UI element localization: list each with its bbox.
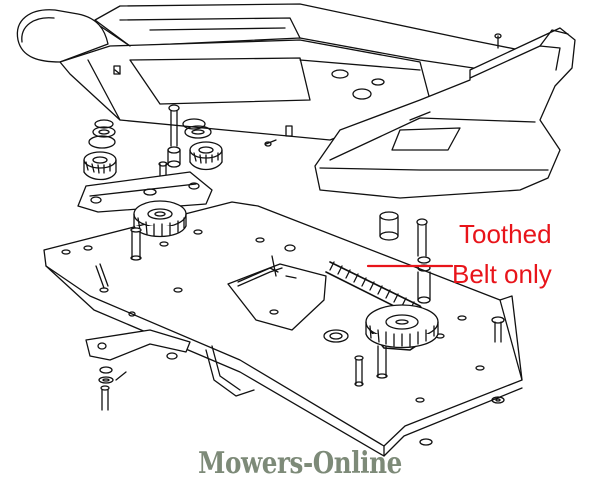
rod-left <box>95 263 109 293</box>
drive-pulley-right <box>354 304 439 387</box>
bolt-right <box>419 316 505 446</box>
pulley-stack-left <box>83 119 117 192</box>
idler-bracket <box>77 171 213 213</box>
drive-pulley-left <box>130 200 187 261</box>
callout-label-line2: Belt only <box>452 259 552 289</box>
watermark-logo: Mowers-Online <box>198 446 402 481</box>
spacer-bolt-right <box>379 211 431 304</box>
washer-nut-set <box>98 311 178 411</box>
base-plate <box>43 201 523 457</box>
screw-small <box>264 139 277 147</box>
callout-label-line1: Toothed <box>459 219 552 249</box>
lever-arm <box>85 329 255 397</box>
tensioner-rod <box>237 244 297 283</box>
deck-cover <box>16 3 576 199</box>
